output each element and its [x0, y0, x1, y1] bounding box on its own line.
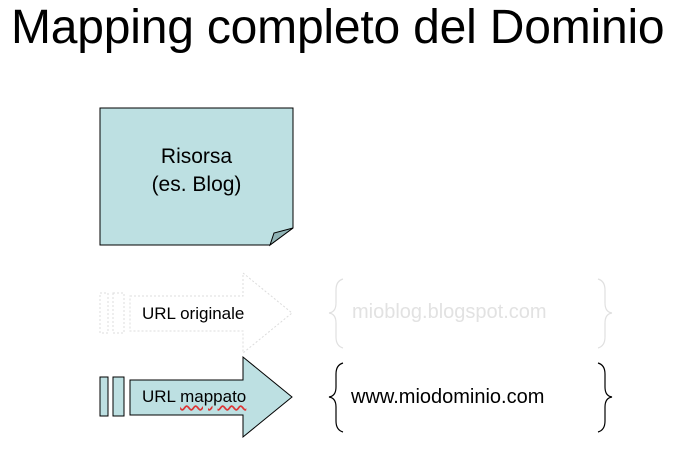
original-domain-brace — [328, 278, 613, 349]
mapped-url-label: URL mappato — [142, 387, 246, 407]
resource-example: (es. Blog) — [151, 173, 242, 196]
original-domain: mioblog.blogspot.com — [352, 301, 547, 323]
mapped-url-arrow — [99, 355, 293, 439]
original-url-label: URL originale — [142, 304, 245, 323]
resource-label: Risorsa — [160, 145, 233, 168]
resource-note-shape — [99, 107, 294, 247]
mapped-url-label-word: mappato — [180, 387, 247, 406]
resource-note: Risorsa (es. Blog) — [100, 143, 293, 199]
mapped-domain: www.miodominio.com — [351, 386, 545, 408]
mapped-url-label-prefix: URL — [142, 387, 181, 406]
mapped-domain-brace — [328, 362, 613, 433]
original-url-arrow — [99, 271, 293, 355]
page-title: Mapping completo del Dominio — [11, 1, 665, 54]
